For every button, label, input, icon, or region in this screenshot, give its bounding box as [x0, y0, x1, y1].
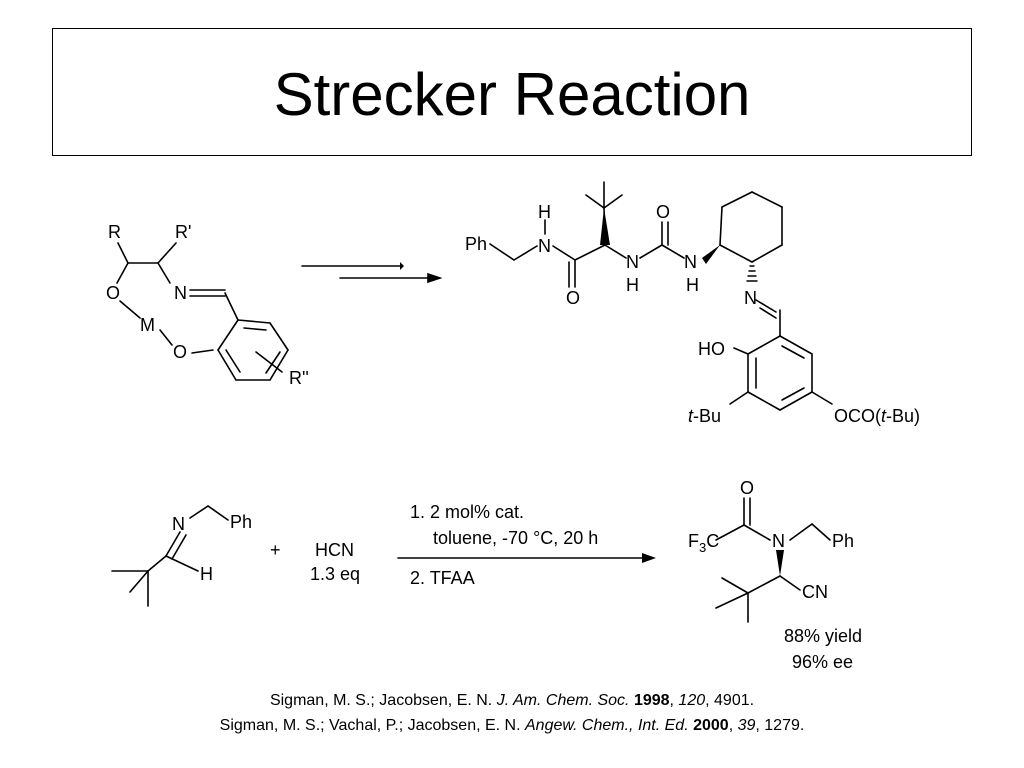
label-n-urea-2: N	[684, 252, 697, 272]
label-h-amide: H	[538, 202, 551, 222]
label-hcn-equiv: 1.3 eq	[310, 564, 360, 584]
label-t-bu: t-Bu	[688, 406, 721, 426]
label-oco-t-bu: OCO(t-Bu)	[834, 406, 920, 426]
label-h-urea-1: H	[626, 275, 639, 295]
title-box: Strecker Reaction	[52, 28, 972, 156]
label-r-double-prime: R''	[289, 368, 309, 388]
label-o-product: O	[740, 478, 754, 498]
equilibrium-arrows	[301, 262, 443, 284]
label-h-urea-2: H	[686, 275, 699, 295]
label-ph-benzyl: Ph	[465, 234, 487, 254]
condition-step-1-detail: toluene, -70 °C, 20 h	[433, 528, 598, 548]
condition-step-1: 1. 2 mol% cat.	[410, 502, 524, 522]
label-hcn: HCN	[315, 540, 354, 560]
label-o-urea: O	[656, 202, 670, 222]
hashed-wedge	[746, 265, 758, 282]
label-n-ring: N	[174, 283, 187, 303]
label-ph-reactant: Ph	[230, 512, 252, 532]
label-ph-product: Ph	[832, 531, 854, 551]
label-o-ring: O	[106, 283, 120, 303]
reference-1: Sigman, M. S.; Jacobsen, E. N. J. Am. Ch…	[269, 692, 755, 709]
label-cn-product: CN	[802, 582, 828, 602]
result-ee: 96% ee	[792, 652, 853, 672]
label-h-reactant: H	[200, 564, 213, 584]
label-r-prime: R'	[175, 222, 191, 242]
label-plus: +	[270, 540, 281, 560]
label-n-product: N	[772, 531, 785, 551]
label-r: R	[108, 222, 121, 242]
label-metal: M	[140, 315, 155, 335]
label-o-amide: O	[566, 288, 580, 308]
label-ho: HO	[698, 339, 725, 359]
label-n-urea-1: N	[626, 252, 639, 272]
result-yield: 88% yield	[784, 626, 862, 646]
label-n-imine: N	[744, 288, 757, 308]
label-n-amide: N	[538, 236, 551, 256]
label-cf3: F3C	[688, 531, 719, 555]
label-n-reactant: N	[172, 514, 185, 534]
slide-title: Strecker Reaction	[273, 61, 751, 128]
imine-reactant-bonds	[111, 505, 229, 607]
condition-step-2: 2. TFAA	[410, 568, 475, 588]
catalyst-bonds	[489, 181, 833, 411]
reference-2: Sigman, M. S.; Vachal, P.; Jacobsen, E. …	[219, 717, 805, 734]
product-bonds	[715, 497, 831, 623]
metal-salen-bonds	[116, 242, 289, 381]
label-o-phenoxide: O	[173, 342, 187, 362]
references: Sigman, M. S.; Jacobsen, E. N. J. Am. Ch…	[0, 688, 1024, 738]
